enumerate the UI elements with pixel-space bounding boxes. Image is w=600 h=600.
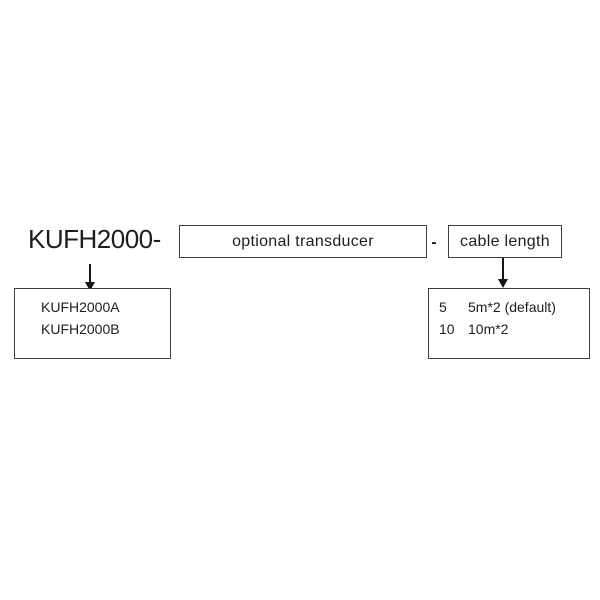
model-option: KUFH2000A (41, 298, 120, 315)
cable-option-row: 5 5m*2 (default) (439, 296, 589, 318)
cable-length-box: cable length (448, 225, 562, 258)
cable-arrow-line (502, 258, 504, 279)
cable-option-code: 5 (439, 298, 447, 315)
cable-option-row: 10 10m*2 (439, 318, 589, 340)
cable-options-box: 5 5m*2 (default) 10 10m*2 (428, 288, 590, 359)
model-options-box: KUFH2000A KUFH2000B (14, 288, 171, 359)
model-arrow-line (89, 264, 91, 282)
model-prefix-text: KUFH2000- (28, 224, 161, 254)
cable-option-description: 5m*2 (default) (468, 298, 556, 315)
model-option: KUFH2000B (41, 320, 120, 337)
cable-option-description: 10m*2 (468, 320, 509, 337)
optional-transducer-label: optional transducer (232, 232, 374, 250)
cable-length-label: cable length (460, 232, 550, 250)
optional-transducer-box: optional transducer (179, 225, 427, 258)
model-arrow-head-icon (85, 282, 95, 291)
cable-arrow-head-icon (498, 279, 508, 288)
separator-dash: - (431, 234, 437, 251)
cable-option-code: 10 (439, 320, 455, 337)
